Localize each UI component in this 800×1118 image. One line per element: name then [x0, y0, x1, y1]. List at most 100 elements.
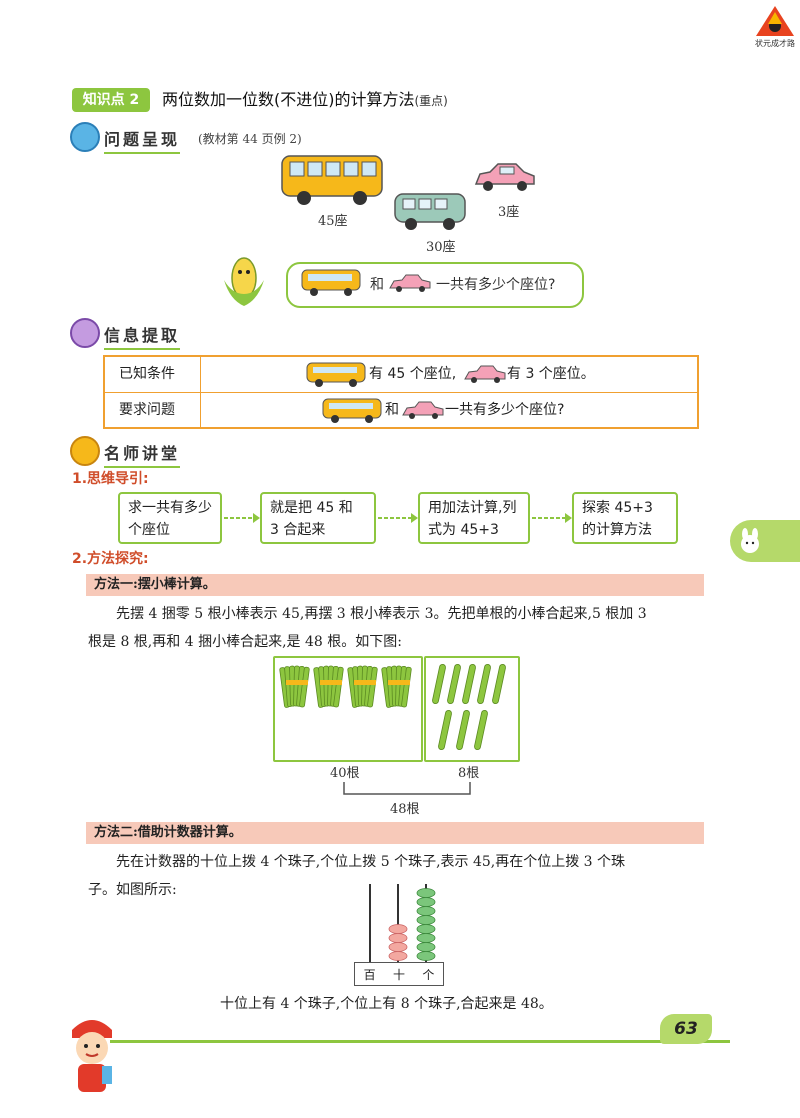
logo-icon	[756, 6, 794, 36]
single-stick	[432, 663, 446, 705]
info-heading: 信息提取	[104, 322, 181, 350]
ones-bead	[416, 906, 436, 916]
ones-bead	[416, 888, 436, 898]
ones-bead	[416, 942, 436, 952]
car-illustration	[474, 163, 535, 191]
hundreds-label: 百	[363, 967, 376, 982]
table-row: 已知条件 有 45 个座位, 有 3 个座位。	[105, 357, 697, 392]
method2-line2: 子。如图所示:	[88, 882, 177, 898]
bus-icon	[306, 362, 366, 387]
ones-bead	[416, 924, 436, 934]
row-label: 要求问题	[105, 393, 201, 428]
tens-bead	[388, 924, 408, 934]
car-icon	[464, 365, 506, 383]
single-stick	[477, 663, 491, 705]
single-stick	[456, 709, 470, 751]
magnifier-icon	[70, 122, 100, 152]
title-note: (重点)	[414, 94, 448, 108]
teacher-heading: 名师讲堂	[104, 440, 181, 468]
stick-bundle	[313, 665, 344, 708]
problem-reference: (教材第 44 页例 2)	[198, 132, 302, 146]
teacher-section-icon	[70, 436, 100, 466]
tens-label: 40根	[330, 766, 360, 781]
stick-bundle	[347, 665, 378, 708]
bus-caption: 45座	[318, 214, 348, 229]
total-bracket	[343, 782, 471, 795]
row-content: 有 45 个座位, 有 3 个座位。	[201, 357, 697, 392]
heading-underline	[104, 152, 181, 154]
heading-underline	[104, 348, 181, 350]
van-caption: 30座	[426, 240, 456, 255]
rabbit-icon	[741, 528, 759, 553]
question-text: 一共有多少个座位?	[445, 402, 565, 418]
mascot-character	[72, 1020, 112, 1092]
bubble-and: 和	[370, 277, 384, 293]
bus-icon	[322, 398, 382, 423]
total-label: 48根	[390, 802, 420, 817]
ones-bead	[416, 915, 436, 925]
tens-bead	[388, 933, 408, 943]
method1-line2: 根是 8 根,再和 4 捆小棒合起来,是 48 根。如下图:	[88, 634, 402, 650]
publisher-logo: 状元成才路	[752, 4, 798, 50]
abacus	[369, 884, 436, 962]
tens-place-label: 十	[392, 967, 405, 982]
info-heading-text: 信息提取	[104, 326, 181, 345]
teacher-heading-text: 名师讲堂	[104, 444, 181, 463]
stick-bundle	[381, 665, 412, 708]
method1-paragraph: 先摆 4 捆零 5 根小棒表示 45,再摆 3 根小棒表示 3。先把单根的小棒合…	[88, 600, 708, 656]
flow-box-1: 求一共有多少个座位	[118, 492, 222, 544]
corn-mascot	[224, 257, 264, 306]
title-text: 两位数加一位数(不进位)的计算方法	[162, 90, 415, 109]
flow-box-3: 用加法计算,列式为 45+3	[418, 492, 530, 544]
single-stick	[492, 663, 506, 705]
knowledge-point-badge: 知识点 2	[72, 88, 150, 112]
logo-text: 状元成才路	[752, 38, 798, 49]
ones-bead	[416, 951, 436, 961]
known-car-text: 有 3 个座位。	[507, 366, 595, 382]
tens-bead	[388, 942, 408, 952]
car-icon	[402, 401, 444, 419]
method2-title-bar: 方法二:借助计数器计算。	[86, 822, 704, 844]
ones-bead	[416, 897, 436, 907]
flow-arrow	[224, 513, 260, 523]
tens-bead	[388, 951, 408, 961]
single-stick	[447, 663, 461, 705]
problem-heading-text: 问题呈现	[104, 130, 181, 149]
question-and: 和	[385, 402, 399, 418]
row-label: 已知条件	[105, 357, 201, 392]
bus-illustration	[281, 155, 383, 205]
single-stick	[438, 709, 452, 751]
single-stick	[462, 663, 476, 705]
method1-line1: 先摆 4 捆零 5 根小棒表示 45,再摆 3 根小棒表示 3。先把单根的小棒合…	[116, 606, 647, 622]
step2-label: 2.方法探究:	[72, 551, 149, 567]
bubble-car-icon	[389, 274, 431, 292]
info-section-icon	[70, 318, 100, 348]
abacus-labels: 百 十 个	[354, 962, 444, 986]
heading-underline	[104, 466, 181, 468]
footer-line	[110, 1040, 730, 1043]
pencil-icon	[70, 318, 100, 348]
problem-section-icon	[70, 122, 100, 152]
problem-heading: 问题呈现	[104, 126, 181, 154]
method2-line1: 先在计数器的十位上拨 4 个珠子,个位上拨 5 个珠子,表示 45,再在个位上拨…	[116, 854, 626, 870]
bubble-question: 一共有多少个座位?	[436, 277, 556, 293]
flow-box-4: 探索 45+3 的计算方法	[572, 492, 678, 544]
teacher-icon	[70, 436, 100, 466]
ones-label: 8根	[458, 766, 480, 781]
single-sticks	[432, 663, 506, 751]
table-row: 要求问题 和 一共有多少个座位?	[105, 392, 697, 428]
method2-conclusion: 十位上有 4 个珠子,个位上有 8 个珠子,合起来是 48。	[220, 996, 553, 1012]
van-illustration	[394, 193, 466, 230]
step1-label: 1.思维导引:	[72, 471, 149, 487]
stick-bundles	[279, 665, 412, 708]
flow-arrow	[378, 513, 418, 523]
flow-box-2: 就是把 45 和 3 合起来	[260, 492, 376, 544]
bundles-box	[273, 656, 423, 762]
singles-box	[424, 656, 520, 762]
page-number: 63	[660, 1014, 712, 1044]
logo-label: 状元成才路	[755, 39, 795, 48]
single-stick	[474, 709, 488, 751]
row-content: 和 一共有多少个座位?	[201, 393, 697, 428]
side-tab	[730, 520, 800, 562]
method1-title-bar: 方法一:摆小棒计算。	[86, 574, 704, 596]
